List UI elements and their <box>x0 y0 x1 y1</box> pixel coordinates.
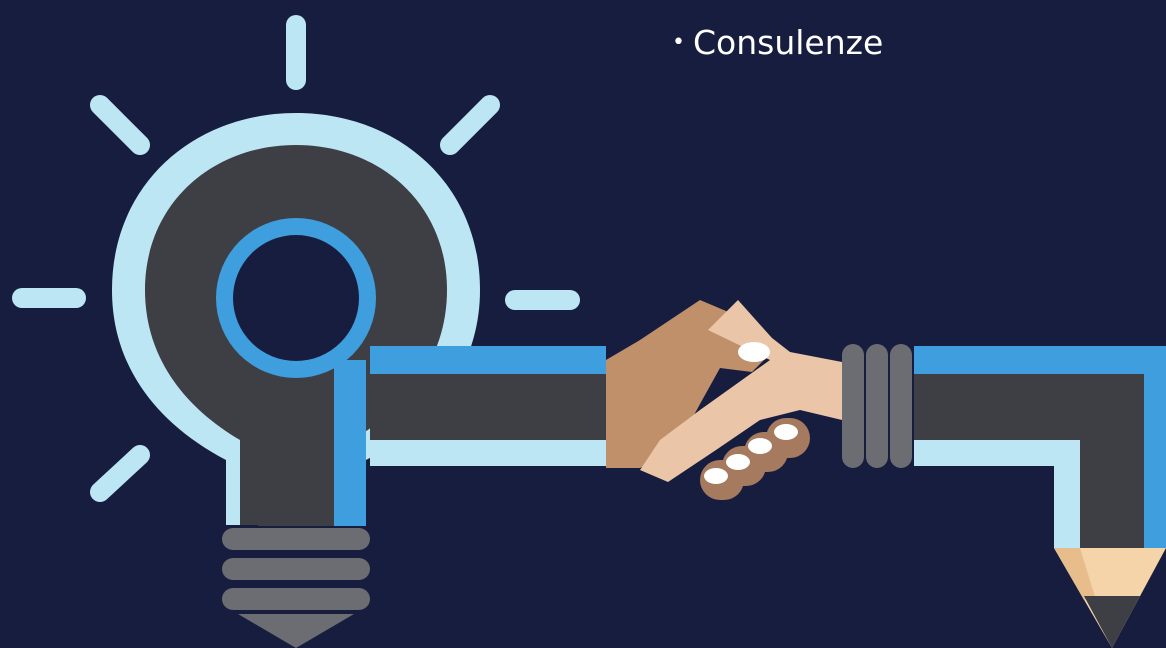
bullet-list: Consulenze <box>672 18 883 68</box>
bullet-item: Consulenze <box>672 18 883 68</box>
pencil-icon <box>1054 548 1166 648</box>
handshake-icon <box>606 300 912 500</box>
left-arm <box>370 346 606 466</box>
right-arm <box>914 346 1166 548</box>
lightbulb-icon <box>12 15 580 648</box>
